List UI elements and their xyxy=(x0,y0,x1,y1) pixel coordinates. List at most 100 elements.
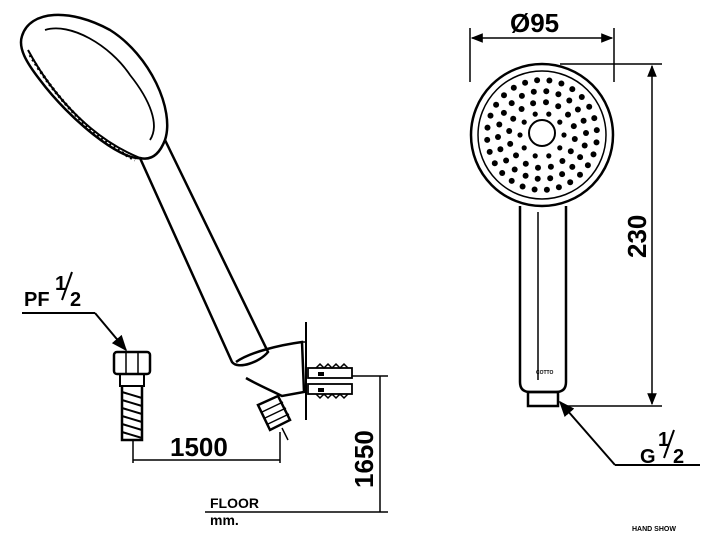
nozzle-dot xyxy=(522,172,529,179)
nozzle-dot xyxy=(557,119,563,125)
nozzle-dot xyxy=(522,79,529,86)
hose-fitting-left xyxy=(112,350,152,442)
nozzle-dot xyxy=(534,77,541,84)
nozzle-edge xyxy=(28,54,136,162)
g-fraction-denominator: 2 xyxy=(673,446,684,468)
nozzle-dot xyxy=(591,115,598,122)
nozzle-dot xyxy=(571,136,578,142)
hose-length-label: 1500 xyxy=(170,432,228,462)
nozzle-dot xyxy=(555,184,562,191)
nozzle-dot xyxy=(521,119,527,125)
nozzle-dot xyxy=(569,163,576,170)
nozzle-dot xyxy=(574,106,581,113)
nozzle-dot xyxy=(577,154,584,161)
nozzle-dot xyxy=(532,111,538,117)
floor-label: FLOOR xyxy=(210,495,259,511)
nozzle-dot xyxy=(590,151,597,158)
nozzle-dot xyxy=(522,160,529,167)
hose-connector-top xyxy=(256,394,292,441)
head-inner-ring xyxy=(477,70,607,200)
nozzle-dot xyxy=(547,175,554,182)
nozzle-dot xyxy=(497,146,504,153)
nozzle-dot xyxy=(555,103,562,110)
g-fraction-numerator: 1 xyxy=(658,429,669,451)
pf-leader xyxy=(94,312,128,352)
diameter-label: Ø95 xyxy=(510,8,559,38)
nozzle-dot xyxy=(508,177,515,184)
nozzle-dot xyxy=(581,142,588,149)
nozzle-dot xyxy=(584,162,591,169)
nozzle-dot xyxy=(530,100,537,107)
nozzle-dot xyxy=(491,160,498,167)
nozzle-dot xyxy=(555,91,562,98)
nozzle-dot xyxy=(583,130,589,136)
nozzle-dot xyxy=(484,124,491,131)
handle-side xyxy=(138,139,270,367)
face-plate-side xyxy=(27,49,141,159)
nozzle-dot xyxy=(486,148,493,155)
nozzle-dot xyxy=(518,106,525,112)
nozzle-dot xyxy=(510,115,517,122)
handle-front xyxy=(518,206,568,394)
nozzle-dot xyxy=(501,92,507,99)
nozzle-dot xyxy=(557,145,563,151)
nozzle-pattern xyxy=(484,77,600,193)
nozzle-dot xyxy=(506,128,513,134)
nozzle-dot xyxy=(546,111,552,117)
nozzle-dot xyxy=(567,179,574,186)
side-view: PF 1 2 1500 1650 FLOOR mm. xyxy=(19,13,388,528)
nozzle-dot xyxy=(518,92,525,99)
nozzle-dot xyxy=(565,111,571,118)
nozzle-dot xyxy=(543,99,549,106)
nozzle-dot xyxy=(519,183,526,190)
head-outer-ring xyxy=(469,62,615,208)
nozzle-dot xyxy=(530,88,537,95)
height-label: 230 xyxy=(622,215,652,258)
nozzle-dot xyxy=(507,140,514,147)
nozzle-dot xyxy=(567,148,574,155)
nozzle-dot xyxy=(566,97,573,104)
brand-mark: COTTO xyxy=(536,370,554,376)
wall-plugs xyxy=(307,362,353,400)
nozzle-dot xyxy=(559,171,566,178)
nozzle-dot xyxy=(531,186,538,193)
nozzle-dot xyxy=(499,170,506,176)
g-leader xyxy=(558,400,616,466)
head-inner-line xyxy=(44,27,155,141)
nozzle-dot xyxy=(578,94,585,100)
g-prefix: G xyxy=(640,446,656,468)
nozzle-dot xyxy=(487,112,494,119)
nozzle-dot xyxy=(547,163,554,170)
nozzle-dot xyxy=(500,109,507,116)
nozzle-dot xyxy=(521,145,527,151)
pf-fraction-numerator: 1 xyxy=(55,273,66,295)
wall-holder xyxy=(235,340,306,398)
nozzle-dot xyxy=(535,164,541,171)
nozzle-dot xyxy=(593,139,600,146)
pf-fraction-slash xyxy=(61,271,73,301)
nozzle-dot xyxy=(593,127,600,134)
nozzle-dot xyxy=(561,132,567,138)
nozzle-dot xyxy=(495,134,501,140)
mount-height-label: 1650 xyxy=(349,430,379,488)
nozzle-dot xyxy=(580,117,587,124)
nozzle-dot xyxy=(493,101,500,108)
shower-head-side xyxy=(19,13,169,160)
corner-label: HAND SHOW xyxy=(632,526,676,533)
nozzle-dot xyxy=(559,158,566,164)
nozzle-dot xyxy=(546,77,553,84)
nozzle-dot xyxy=(508,100,515,107)
pf-prefix: PF xyxy=(24,289,50,311)
nozzle-dot xyxy=(577,171,583,178)
g-fraction-slash xyxy=(663,429,675,459)
nozzle-dot xyxy=(532,153,538,159)
head-center-cap xyxy=(528,119,556,147)
nozzle-dot xyxy=(517,132,523,138)
pf-fraction-denominator: 2 xyxy=(70,289,81,311)
front-view: Ø95 COTTO 230 G 1 2 xyxy=(469,8,700,468)
nozzle-dot xyxy=(510,84,517,91)
nozzle-dot xyxy=(511,166,518,173)
nozzle-dot xyxy=(484,136,491,143)
nozzle-dot xyxy=(543,88,550,95)
nozzle-dot xyxy=(570,123,577,130)
